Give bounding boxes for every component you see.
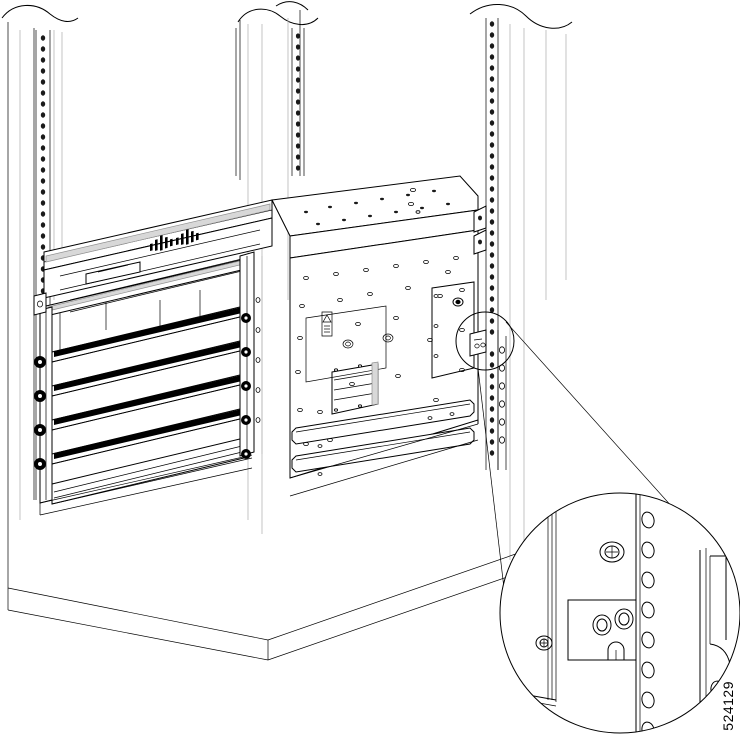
warning-triangle-label — [321, 311, 333, 337]
detail-bracket-plate — [567, 599, 637, 661]
chassis-mounting-ear-right — [469, 205, 487, 357]
callout-detail-circle — [499, 492, 740, 734]
chassis-front-panel — [33, 199, 273, 516]
captive-screws-right[interactable] — [241, 313, 251, 459]
callout-source-circle — [455, 311, 515, 371]
lower-air-vent — [53, 445, 243, 499]
chassis-side-rails — [291, 399, 475, 476]
card-slot-4[interactable] — [51, 407, 245, 465]
rear-right-post-holes — [489, 21, 495, 456]
rack-floor-plane — [7, 539, 557, 661]
detail-screw-lower — [535, 635, 553, 651]
chassis-top-screws — [304, 187, 450, 226]
callout-detail-content — [500, 493, 740, 733]
rack-post-rear-right — [469, 3, 573, 572]
rear-left-post-holes — [295, 33, 301, 171]
rear-right-post-inner-holes — [498, 346, 505, 444]
cisco-logo — [150, 229, 199, 251]
chassis-side-panel — [271, 175, 479, 497]
figure-number: 524129 — [720, 681, 736, 731]
detail-screw-upper — [599, 541, 625, 563]
captive-screws-left[interactable] — [34, 356, 46, 470]
